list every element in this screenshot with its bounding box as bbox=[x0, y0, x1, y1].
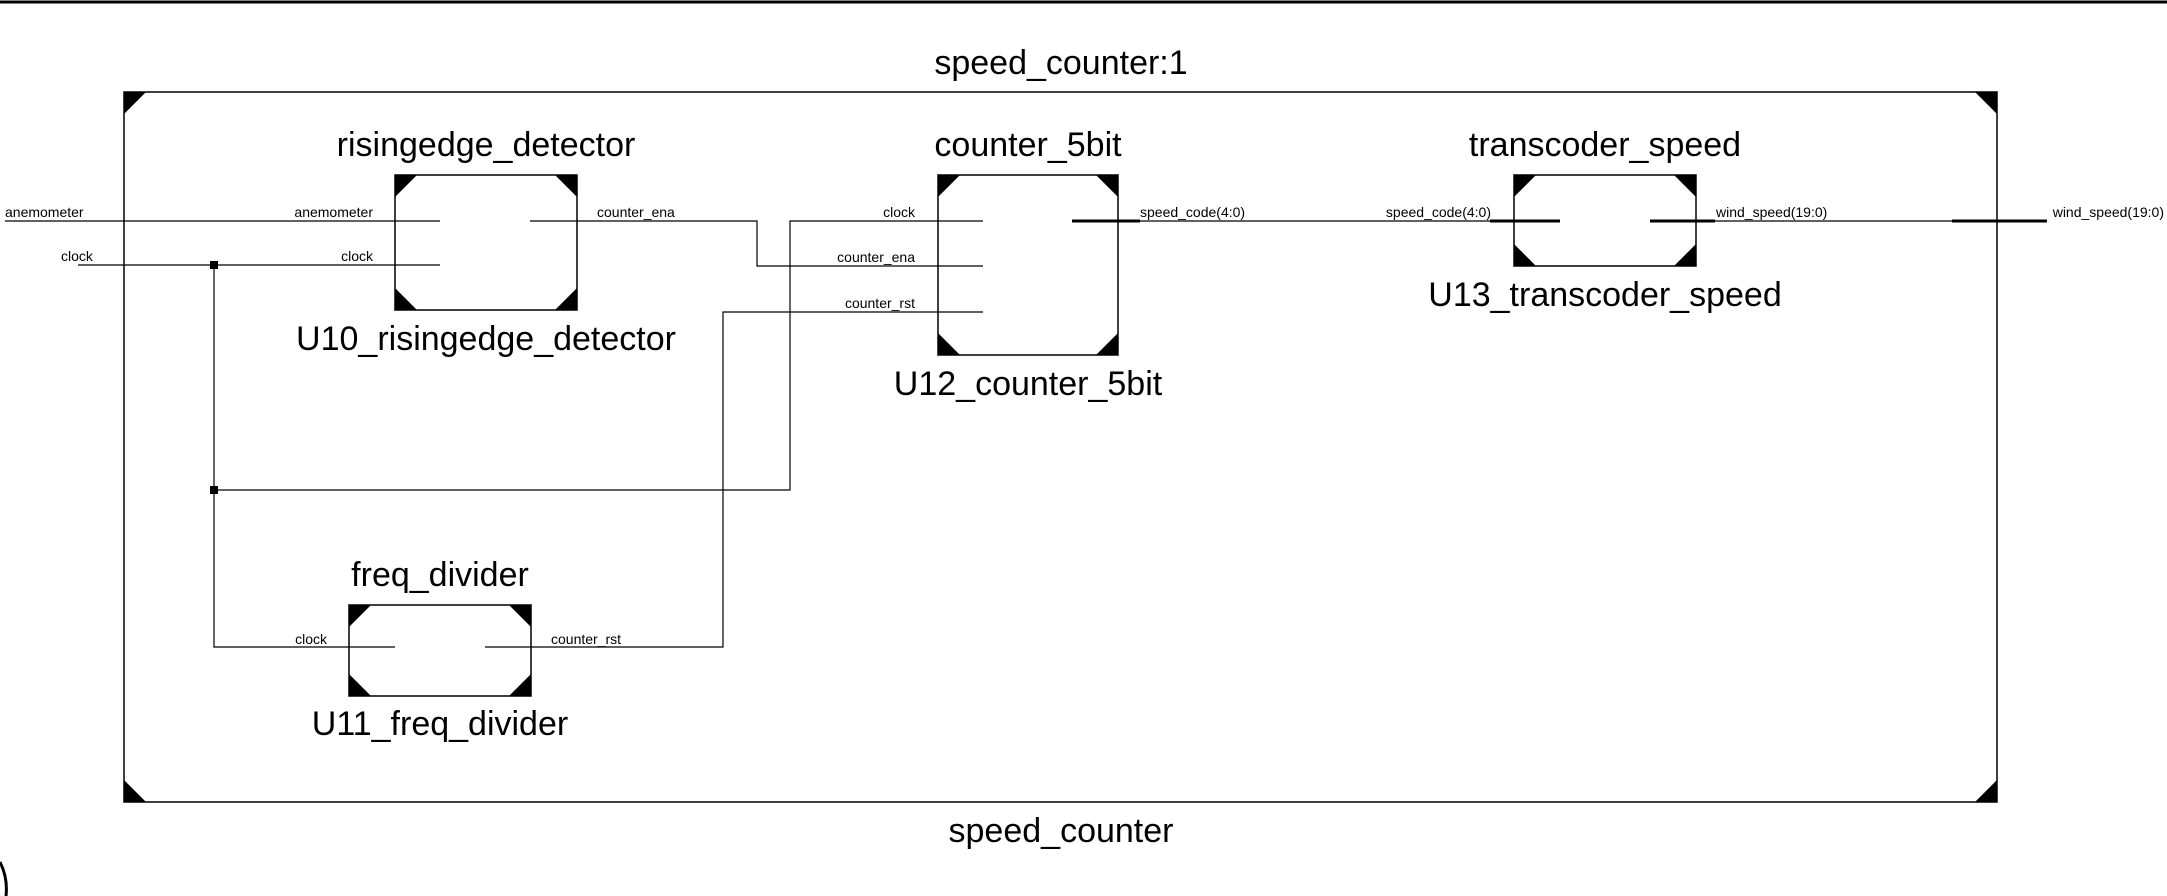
pin-label: clock bbox=[341, 248, 373, 264]
block-counter-5bit[interactable] bbox=[937, 174, 1119, 356]
risingedge-instance-label: U10_risingedge_detector bbox=[296, 320, 676, 358]
risingedge-type-label: risingedge_detector bbox=[336, 126, 636, 164]
module-box-speed-counter[interactable] bbox=[123, 91, 1998, 803]
pin-label: speed_code(4:0) bbox=[1140, 204, 1246, 220]
pin-label: counter_ena bbox=[837, 249, 915, 265]
counter-instance-label: U12_counter_5bit bbox=[893, 365, 1163, 403]
pin-label: wind_speed(19:0) bbox=[1716, 204, 1828, 220]
counter-type-label: counter_5bit bbox=[934, 126, 1122, 164]
block-freq-divider[interactable] bbox=[348, 604, 532, 697]
transcoder-instance-label: U13_transcoder_speed bbox=[1428, 276, 1782, 314]
wire-counter-ena[interactable] bbox=[530, 220, 983, 267]
module-name-title: speed_counter bbox=[948, 812, 1174, 850]
wire-clock[interactable] bbox=[78, 220, 983, 648]
freqdiv-type-label: freq_divider bbox=[351, 556, 529, 594]
transcoder-type-label: transcoder_speed bbox=[1468, 126, 1742, 164]
pin-label: counter_ena bbox=[597, 204, 675, 220]
module-instance-title: speed_counter:1 bbox=[934, 44, 1188, 82]
port-wind-speed-label: wind_speed(19:0) bbox=[2052, 204, 2164, 220]
port-anemometer-label: anemometer bbox=[5, 204, 84, 220]
block-transcoder-speed[interactable] bbox=[1513, 174, 1697, 267]
pin-label: speed_code(4:0) bbox=[1385, 204, 1491, 220]
wire-counter-rst[interactable] bbox=[485, 311, 983, 648]
pin-label: clock bbox=[295, 631, 327, 647]
pin-label: clock bbox=[883, 204, 915, 220]
pin-label: anemometer bbox=[294, 204, 373, 220]
pin-label: counter_rst bbox=[551, 631, 622, 647]
pin-label: counter_rst bbox=[844, 295, 915, 311]
junction-dot bbox=[210, 261, 218, 269]
junction-dot bbox=[210, 486, 218, 494]
freqdiv-instance-label: U11_freq_divider bbox=[311, 705, 569, 743]
port-clock-label: clock bbox=[61, 248, 93, 264]
block-risingedge-detector[interactable] bbox=[394, 174, 578, 311]
